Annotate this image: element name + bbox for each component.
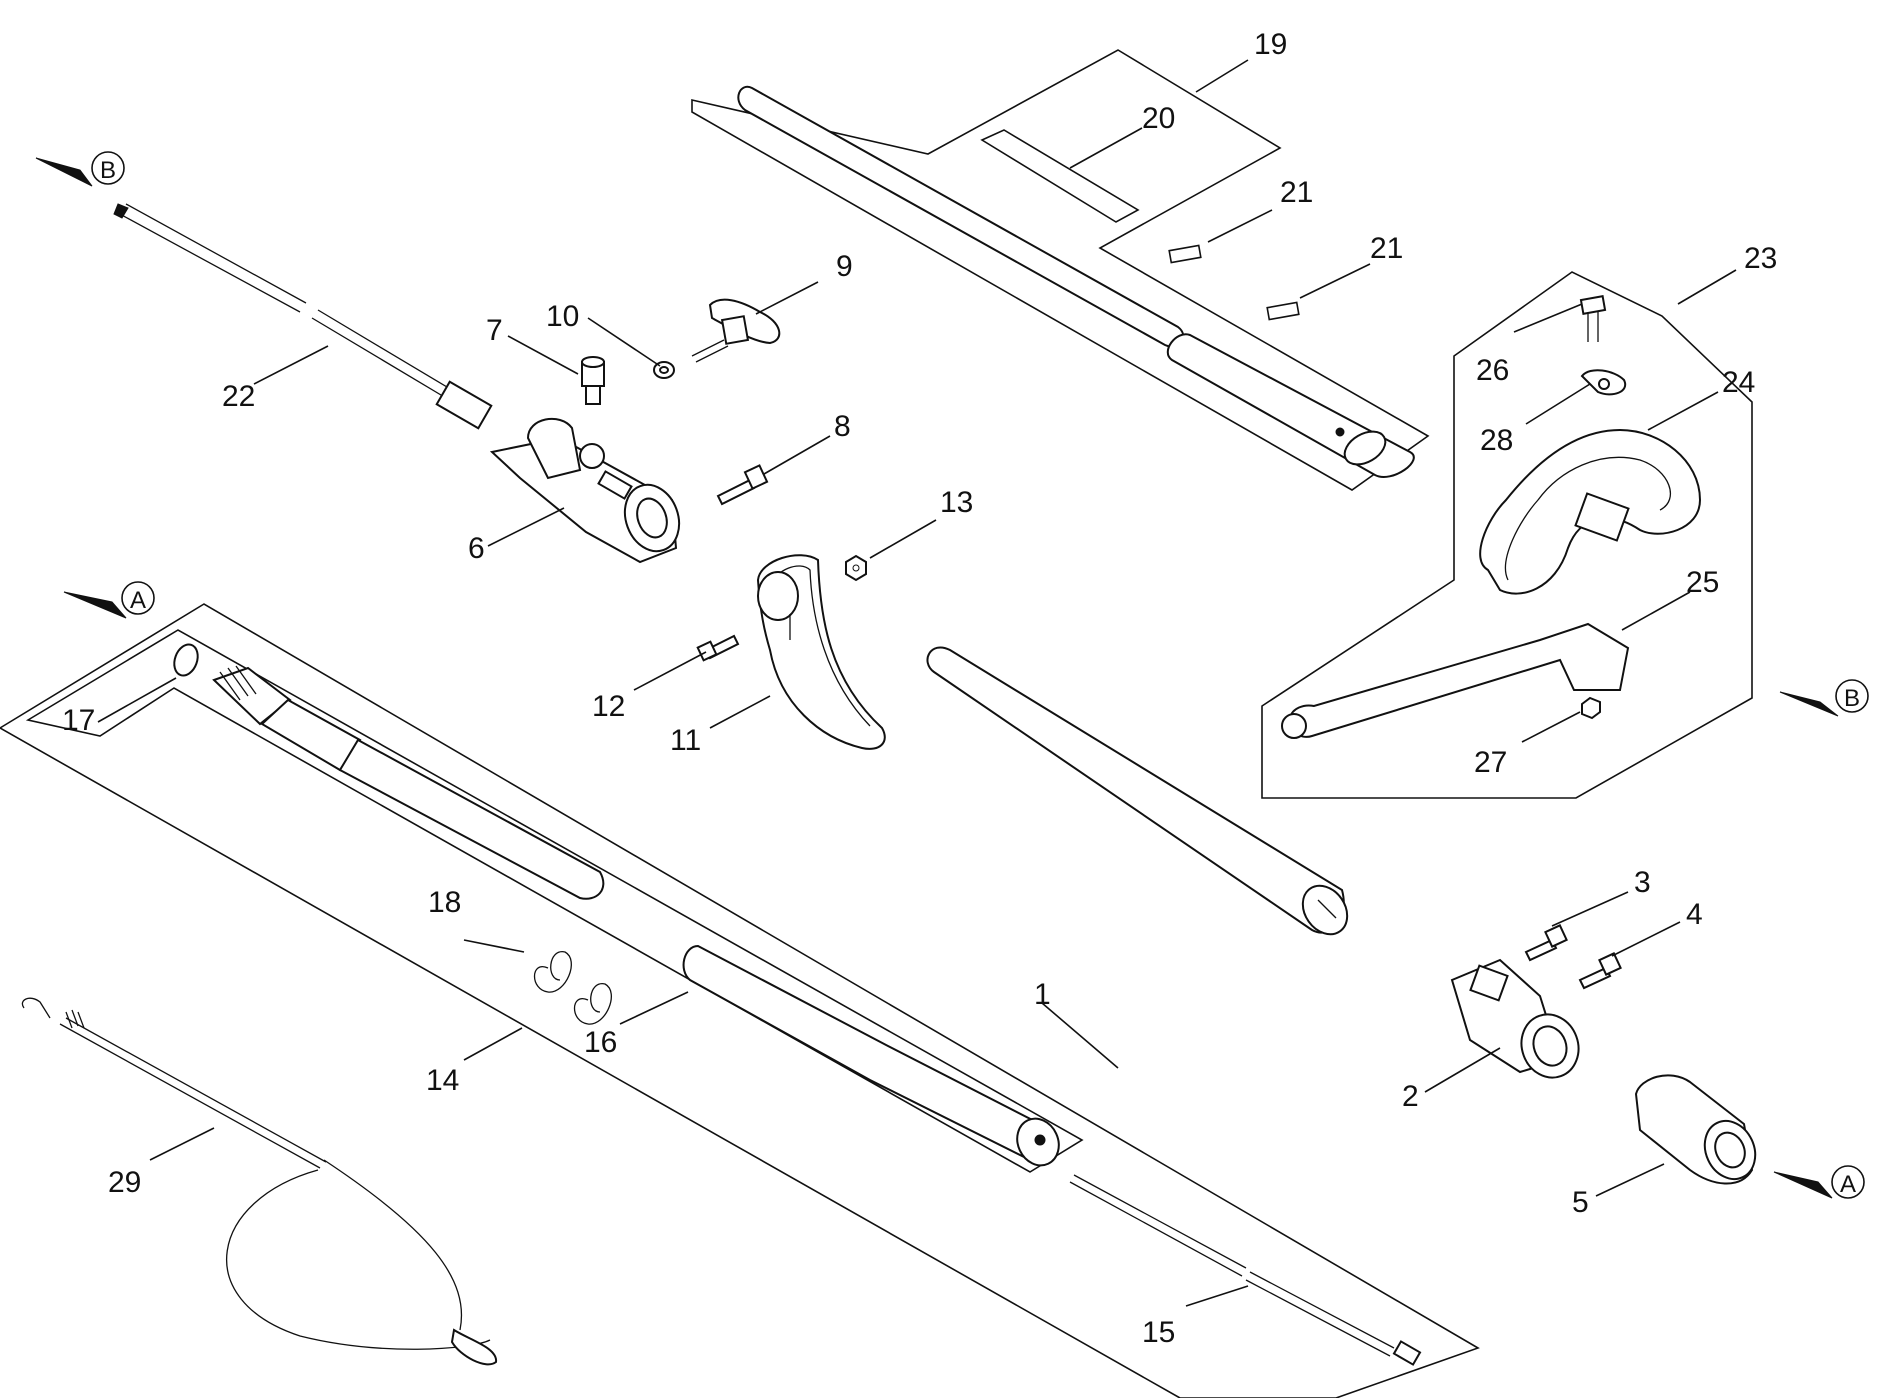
inner-shaft-15 [1069, 1174, 1422, 1366]
tube-1 [926, 646, 1349, 936]
screw-8 [716, 464, 769, 506]
label-part-22: 22 [222, 380, 255, 413]
tube-assembly-19 [691, 49, 1430, 491]
label-part-10: 10 [546, 300, 579, 333]
label-part-9: 9 [836, 250, 853, 283]
label-part-19: 19 [1254, 28, 1287, 61]
screw-3 [1524, 924, 1568, 962]
ref-b-right: B [1844, 685, 1860, 712]
label-part-23: 23 [1744, 242, 1777, 275]
drive-shaft-22 [113, 203, 493, 430]
hooks-18 [534, 951, 612, 1025]
label-part-15: 15 [1142, 1316, 1175, 1349]
coupler-5 [1634, 1074, 1757, 1185]
screw-4 [1578, 952, 1622, 990]
part-labels: 1 2 3 4 5 6 7 8 9 10 11 12 13 14 15 16 1… [62, 28, 1777, 1349]
label-part-27: 27 [1474, 746, 1507, 779]
label-part-18: 18 [428, 886, 461, 919]
handle-assembly-23 [1261, 271, 1753, 799]
reference-arrow-a-right [1773, 1165, 1865, 1199]
label-part-6: 6 [468, 532, 485, 565]
ref-b-top: B [100, 157, 116, 184]
label-part-20: 20 [1142, 102, 1175, 135]
label-part-24: 24 [1722, 366, 1755, 399]
reference-arrow-b-right [1779, 679, 1869, 717]
label-part-16: 16 [584, 1026, 617, 1059]
label-part-13: 13 [940, 486, 973, 519]
shaft-assembly-14 [0, 603, 1480, 1398]
label-part-21b: 21 [1370, 232, 1403, 265]
throttle-cable-29 [21, 997, 497, 1366]
knob-9 [691, 298, 781, 363]
clamp-2 [1450, 958, 1580, 1079]
label-part-12: 12 [592, 690, 625, 723]
label-part-7: 7 [486, 314, 503, 347]
label-part-3: 3 [1634, 866, 1651, 899]
label-part-26: 26 [1476, 354, 1509, 387]
reference-arrow-a-left [63, 581, 155, 619]
reference-arrow-b-top [35, 151, 125, 187]
washer-10 [653, 361, 675, 379]
ref-a-right: A [1840, 1171, 1856, 1198]
nut-13 [845, 554, 867, 582]
label-part-17: 17 [62, 704, 95, 737]
label-part-25: 25 [1686, 566, 1719, 599]
label-part-5: 5 [1572, 1186, 1589, 1219]
nut-7 [581, 356, 605, 405]
label-part-1: 1 [1034, 978, 1051, 1011]
reference-letters: B B A A [100, 157, 1860, 1198]
label-part-4: 4 [1686, 898, 1703, 931]
label-part-21a: 21 [1280, 176, 1313, 209]
label-part-8: 8 [834, 410, 851, 443]
clamp-6 [489, 418, 681, 564]
ref-a-left: A [130, 587, 146, 614]
guard-11 [756, 554, 886, 750]
label-part-14: 14 [426, 1064, 459, 1097]
screw-12 [696, 634, 740, 662]
leader-lines [97, 59, 1737, 1307]
label-part-28: 28 [1480, 424, 1513, 457]
label-part-2: 2 [1402, 1080, 1419, 1113]
label-part-29: 29 [108, 1166, 141, 1199]
label-part-11: 11 [670, 724, 701, 757]
